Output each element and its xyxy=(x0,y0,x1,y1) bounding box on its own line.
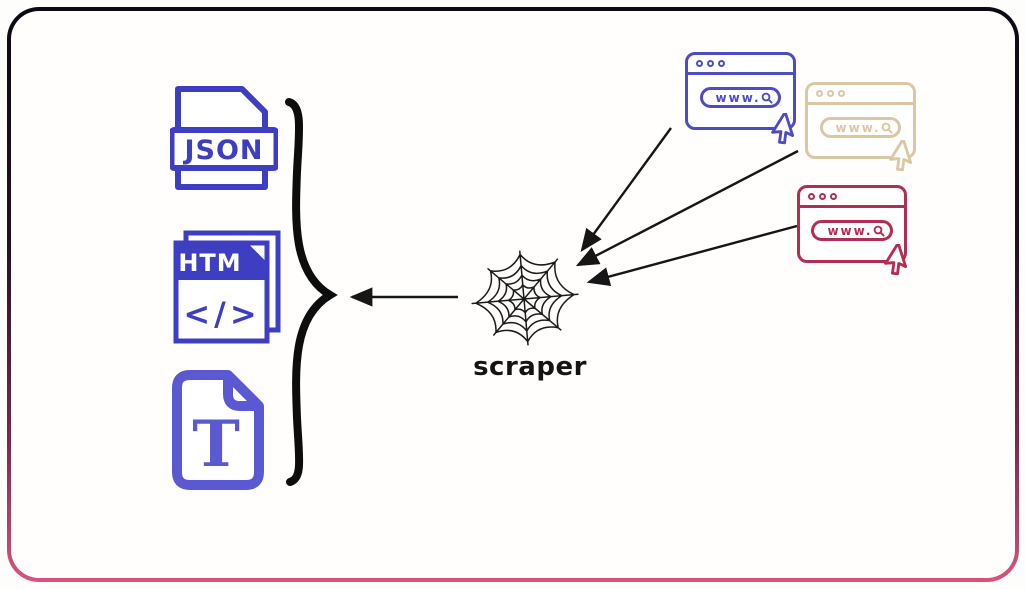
search-icon xyxy=(881,122,893,134)
window-titlebar xyxy=(688,55,793,75)
json-label: JSON xyxy=(182,135,263,166)
window-dot xyxy=(827,90,834,97)
window-titlebar xyxy=(800,188,904,208)
json-banner xyxy=(170,127,278,171)
tan-website-window: www. xyxy=(805,82,916,172)
window-titlebar xyxy=(808,85,913,105)
cursor-icon xyxy=(889,140,913,172)
html-file-icon: HTM </> xyxy=(173,230,281,344)
folded-corner xyxy=(241,240,270,269)
url-text: www. xyxy=(827,223,873,238)
code-symbol: </> xyxy=(183,295,260,333)
url-text: www. xyxy=(715,90,761,105)
scraper-label: scraper xyxy=(473,352,587,382)
text-letter: T xyxy=(192,407,240,482)
cursor-icon xyxy=(771,113,795,145)
url-bar: www. xyxy=(819,117,902,138)
url-bar: www. xyxy=(699,87,782,108)
window-dot xyxy=(808,193,815,200)
window-dot xyxy=(707,60,714,67)
window-dot xyxy=(819,193,826,200)
text-file-icon: T xyxy=(172,370,264,490)
window-dot xyxy=(696,60,703,67)
window-dot xyxy=(816,90,823,97)
search-icon xyxy=(873,225,885,237)
json-file-icon: JSON xyxy=(170,86,278,190)
htm-label: HTM xyxy=(178,249,241,277)
window-dot xyxy=(718,60,725,67)
window-dot xyxy=(838,90,845,97)
url-text: www. xyxy=(835,120,881,135)
url-bar: www. xyxy=(811,220,893,241)
search-icon xyxy=(761,92,773,104)
window-dot xyxy=(830,193,837,200)
red-website-window: www. xyxy=(797,185,908,276)
blue-website-window: www. xyxy=(685,52,796,145)
folded-corner xyxy=(223,375,259,411)
cursor-icon xyxy=(884,244,908,276)
